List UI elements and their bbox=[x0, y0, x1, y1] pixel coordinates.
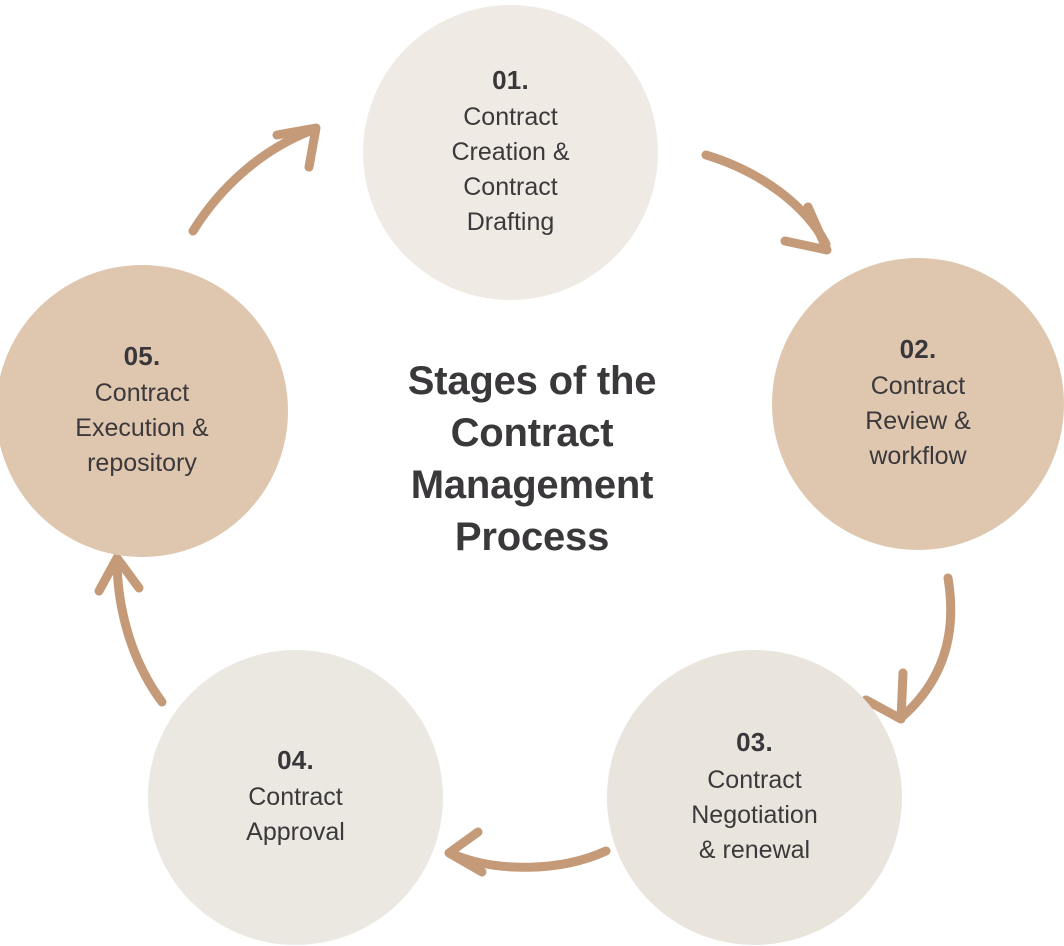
page-title: Stages of the Contract Management Proces… bbox=[407, 359, 657, 559]
arrow-03-to-04 bbox=[444, 827, 611, 877]
arrow-04-to-05 bbox=[94, 553, 167, 707]
stage-label-03: Contract Negotiation & renewal bbox=[691, 765, 818, 864]
stage-label-02: Contract Review & workflow bbox=[865, 372, 971, 471]
arrow-05-to-01 bbox=[188, 123, 321, 236]
stage-circle-01[interactable]: 01. Contract Creation & Contract Draftin… bbox=[363, 5, 658, 300]
stage-number-01: 01. bbox=[492, 64, 529, 95]
stage-label-01: Contract Creation & Contract Drafting bbox=[451, 103, 570, 237]
stage-number-02: 02. bbox=[899, 333, 937, 364]
stage-circle-03[interactable]: 03. Contract Negotiation & renewal bbox=[607, 650, 902, 945]
stage-number-03: 03. bbox=[736, 727, 773, 758]
arrow-02-to-03 bbox=[861, 573, 956, 724]
stage-circle-05[interactable]: 05. Contract Execution & repository bbox=[0, 265, 288, 557]
stage-label-04: Contract Approval bbox=[246, 783, 345, 847]
stage-label-05: Contract Execution & repository bbox=[75, 379, 209, 478]
stage-circle-04[interactable]: 04. Contract Approval bbox=[148, 650, 443, 945]
stage-number-04: 04. bbox=[277, 744, 314, 775]
stage-circle-02[interactable]: 02. Contract Review & workflow bbox=[772, 258, 1064, 550]
stage-number-05: 05. bbox=[123, 340, 161, 371]
arrow-01-to-02 bbox=[701, 150, 832, 255]
